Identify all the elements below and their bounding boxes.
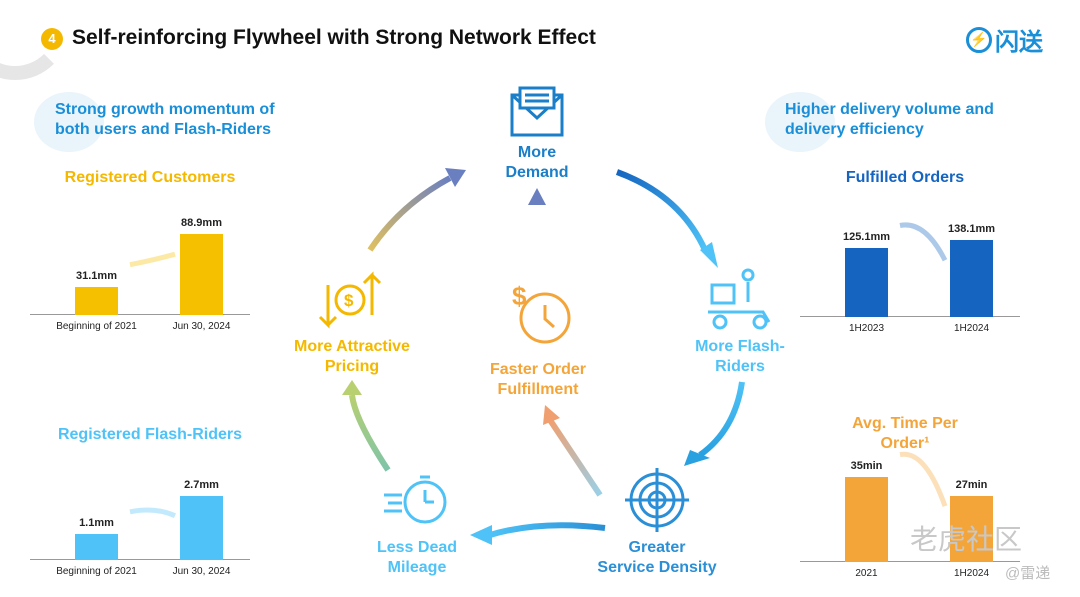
- section-number-badge: 4: [41, 28, 63, 50]
- bar: [180, 495, 223, 560]
- arrow-density-to-center: [547, 418, 603, 497]
- watermark: 老虎社区: [910, 524, 1023, 555]
- chart-title-line: Order¹: [880, 435, 930, 452]
- arrowhead: [543, 405, 560, 425]
- node-label-line: More Flash-: [695, 338, 785, 355]
- delivery-rider-icon: [708, 268, 771, 330]
- x-tick-label: 1H2024: [953, 568, 990, 579]
- bar-value-label: 1.1mm: [79, 516, 114, 529]
- watermark-author: @雷递: [1005, 565, 1051, 582]
- growth-arrow: [899, 222, 948, 262]
- node-label-line: Service Density: [597, 559, 717, 576]
- fast-dollar-clock-icon: $: [512, 281, 571, 344]
- arrow-demand-to-riders: [615, 169, 708, 252]
- node-label-line: Fulfillment: [497, 381, 579, 398]
- x-tick-label: Jun 30, 2024: [172, 321, 231, 332]
- x-tick-label: 1H2024: [953, 323, 990, 334]
- svg-text:$: $: [512, 281, 527, 311]
- avg-time-chart: 35min 2021 27min 1H2024: [800, 422, 1020, 579]
- bar-value-label: 27min: [955, 479, 988, 492]
- svg-text:$: $: [344, 291, 354, 310]
- chart-title-fulfilled-orders: Fulfilled Orders: [845, 169, 965, 186]
- bar: [950, 240, 993, 317]
- arrowhead: [684, 450, 710, 466]
- lightning-icon: ⚡: [966, 26, 992, 53]
- chart-title-line: Avg. Time Per: [852, 415, 958, 432]
- arrowhead: [445, 168, 466, 187]
- chart-baseline: [30, 559, 250, 560]
- node-label-line: More: [517, 144, 557, 161]
- logo-text: 闪送: [995, 29, 1043, 56]
- arrow-pricing-to-demand: [367, 175, 452, 252]
- left-subtitle-line: Strong growth momentum of: [55, 101, 275, 118]
- node-label-line: Less Dead: [376, 539, 458, 556]
- arrowhead: [528, 188, 546, 205]
- arrowhead: [342, 380, 362, 395]
- chart-baseline: [800, 316, 1020, 317]
- fulfilled-orders-chart: 125.1mm 1H2023 138.1mm 1H2024: [800, 177, 1020, 334]
- bar-value-label: 2.7mm: [184, 478, 219, 491]
- chart-baseline: [800, 561, 1020, 562]
- bar-value-label: 138.1mm: [947, 223, 996, 236]
- bar-value-label: 88.9mm: [181, 217, 222, 230]
- node-label-line: Faster Order: [489, 361, 587, 378]
- bar-value-label: 31.1mm: [76, 269, 117, 282]
- right-subtitle: Higher delivery volume and delivery effic…: [785, 100, 994, 140]
- growth-arrow: [129, 251, 176, 268]
- arrow-mileage-to-pricing: [349, 394, 391, 472]
- bar: [75, 533, 118, 560]
- node-label-line: Demand: [505, 164, 569, 181]
- node-label-line: Mileage: [387, 559, 447, 576]
- bubble-decoration: [765, 92, 835, 152]
- target-icon: [625, 468, 689, 532]
- arrow-density-to-mileage: [489, 522, 606, 538]
- right-subtitle-line: Higher delivery volume and: [785, 101, 994, 118]
- growth-arrow: [129, 507, 177, 519]
- left-subtitle-line: both users and Flash-Riders: [55, 121, 272, 138]
- bar: [845, 476, 888, 562]
- x-tick-label: 1H2023: [848, 323, 885, 334]
- pricing-exchange-icon: $: [318, 271, 382, 329]
- left-subtitle: Strong growth momentum of both users and …: [55, 100, 275, 140]
- chart-title-registered-customers: Registered Customers: [64, 169, 236, 186]
- bubble-decoration: [34, 92, 104, 152]
- bar: [845, 247, 888, 317]
- bar: [180, 234, 223, 315]
- node-label-line: More Attractive: [294, 338, 410, 355]
- node-label-line: Greater: [628, 539, 686, 556]
- x-tick-label: 2021: [855, 568, 878, 579]
- envelope-icon: [510, 86, 564, 137]
- arrowhead: [470, 525, 492, 545]
- right-subtitle-line: delivery efficiency: [785, 121, 924, 138]
- arrow-riders-to-density: [698, 381, 745, 458]
- bar: [75, 286, 118, 315]
- chart-title-registered-flash-riders: Registered Flash-Riders: [57, 426, 243, 443]
- bar-value-label: 35min: [850, 459, 883, 472]
- arrowhead: [700, 242, 718, 268]
- node-label-line: Riders: [715, 358, 765, 375]
- page-title: Self-reinforcing Flywheel with Strong Ne…: [72, 26, 596, 49]
- growth-arrow: [899, 451, 948, 507]
- x-tick-label: Beginning of 2021: [56, 321, 137, 332]
- stopwatch-icon: [384, 475, 447, 524]
- chart-baseline: [30, 314, 250, 315]
- company-logo: ⚡闪送: [966, 22, 1043, 57]
- node-label-line: Pricing: [324, 358, 380, 375]
- bar-value-label: 125.1mm: [842, 230, 891, 243]
- x-tick-label: Jun 30, 2024: [172, 566, 231, 577]
- x-tick-label: Beginning of 2021: [56, 566, 137, 577]
- node-more-flash-riders: More Flash- Riders: [660, 337, 820, 377]
- bar: [950, 496, 993, 562]
